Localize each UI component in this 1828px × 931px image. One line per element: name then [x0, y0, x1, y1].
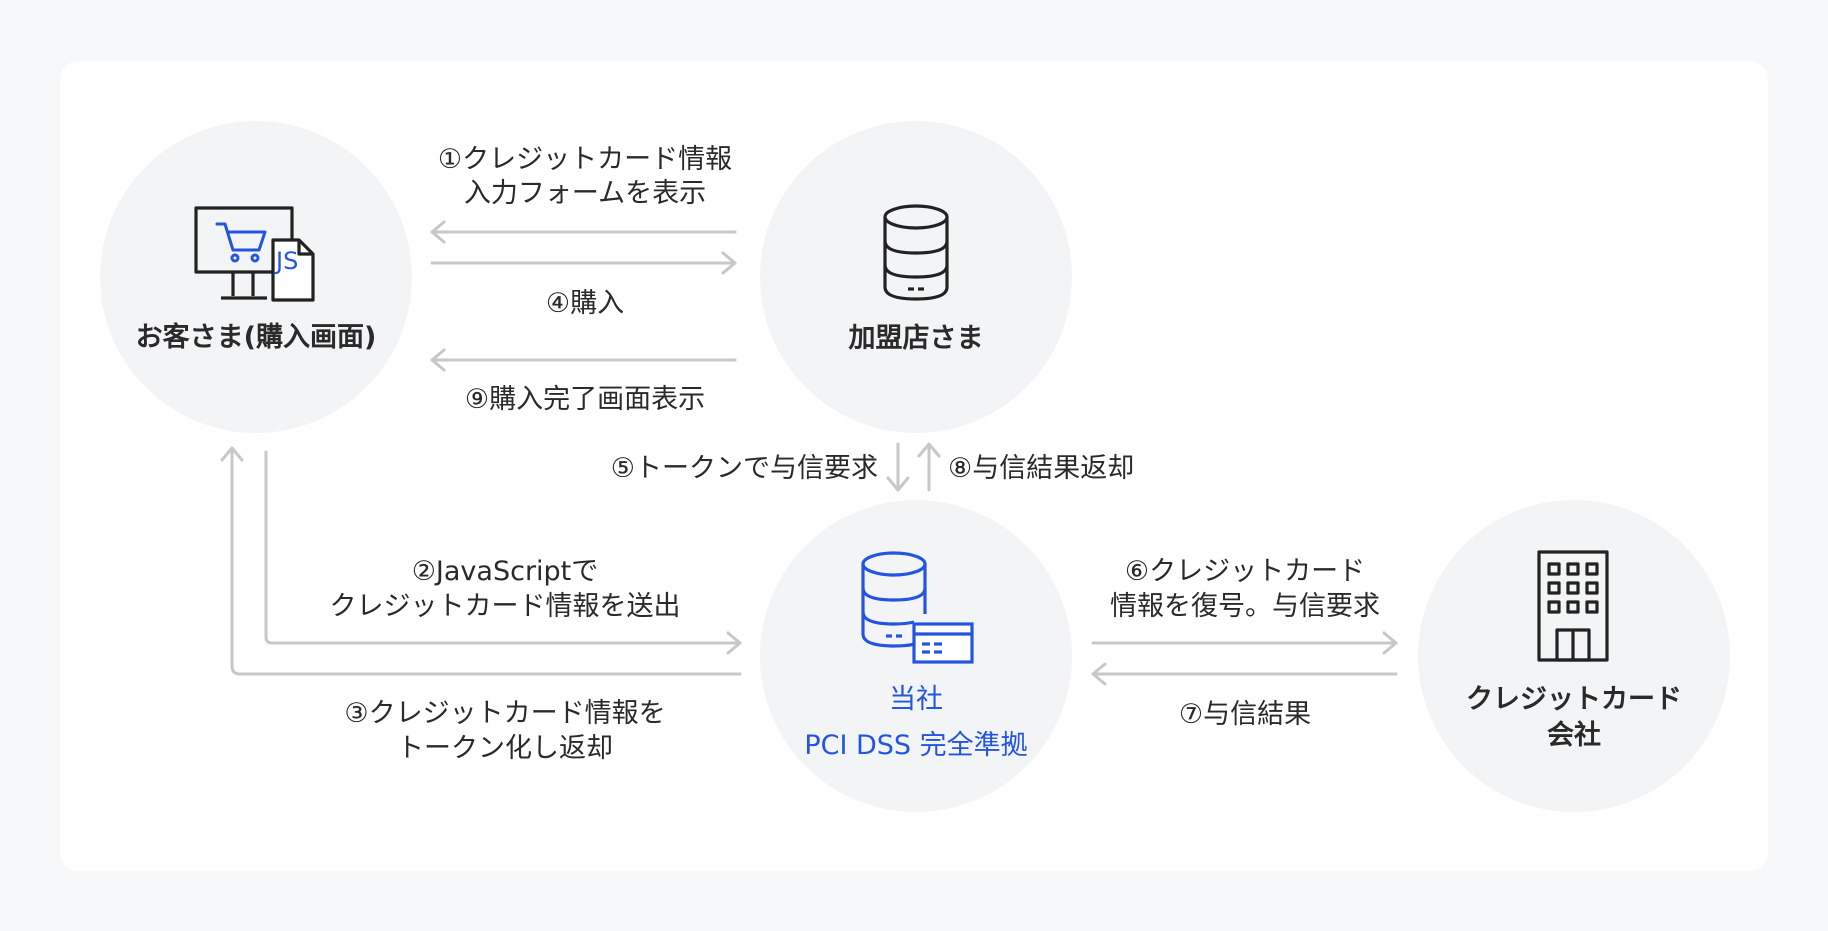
- step9-label: ⑨購入完了画面表示: [464, 384, 706, 415]
- arrow-step3: [230, 446, 742, 676]
- company-label: 当社: [889, 684, 943, 715]
- step8-label: ⑧与信結果返却: [948, 453, 1135, 484]
- customer-label: お客さま(購入画面): [135, 322, 377, 353]
- step4-label: ④購入: [545, 288, 625, 319]
- step5-label: ⑤トークンで与信要求: [610, 453, 878, 484]
- step2-label-line1: ②JavaScriptで: [411, 556, 599, 587]
- step6-label-line1: ⑥クレジットカード: [1124, 556, 1366, 587]
- card-company-label-line1: クレジットカード: [1466, 684, 1682, 715]
- customer-node: [100, 121, 412, 433]
- arrow-step2: [264, 450, 742, 645]
- merchant-label: 加盟店さま: [848, 323, 984, 354]
- company-certification: PCI DSS 完全準拠: [804, 730, 1028, 761]
- database-card-icon: [861, 551, 974, 664]
- step1-label-line1: ①クレジットカード情報: [437, 144, 733, 175]
- js-badge: JS: [276, 247, 299, 275]
- step6-label-line2: 情報を復号。与信要求: [1110, 591, 1380, 622]
- step3-label-line2: トークン化し返却: [397, 733, 613, 764]
- step3-label-line1: ③クレジットカード情報を: [344, 698, 666, 729]
- database-icon: [883, 204, 949, 301]
- step2-label-line2: クレジットカード情報を送出: [329, 591, 681, 622]
- step1-label-line2: 入力フォームを表示: [463, 178, 707, 209]
- monitor-cart-icon: [194, 206, 315, 302]
- step7-label: ⑦与信結果: [1178, 699, 1312, 730]
- building-icon: [1537, 550, 1609, 662]
- card-company-label-line2: 会社: [1547, 720, 1601, 751]
